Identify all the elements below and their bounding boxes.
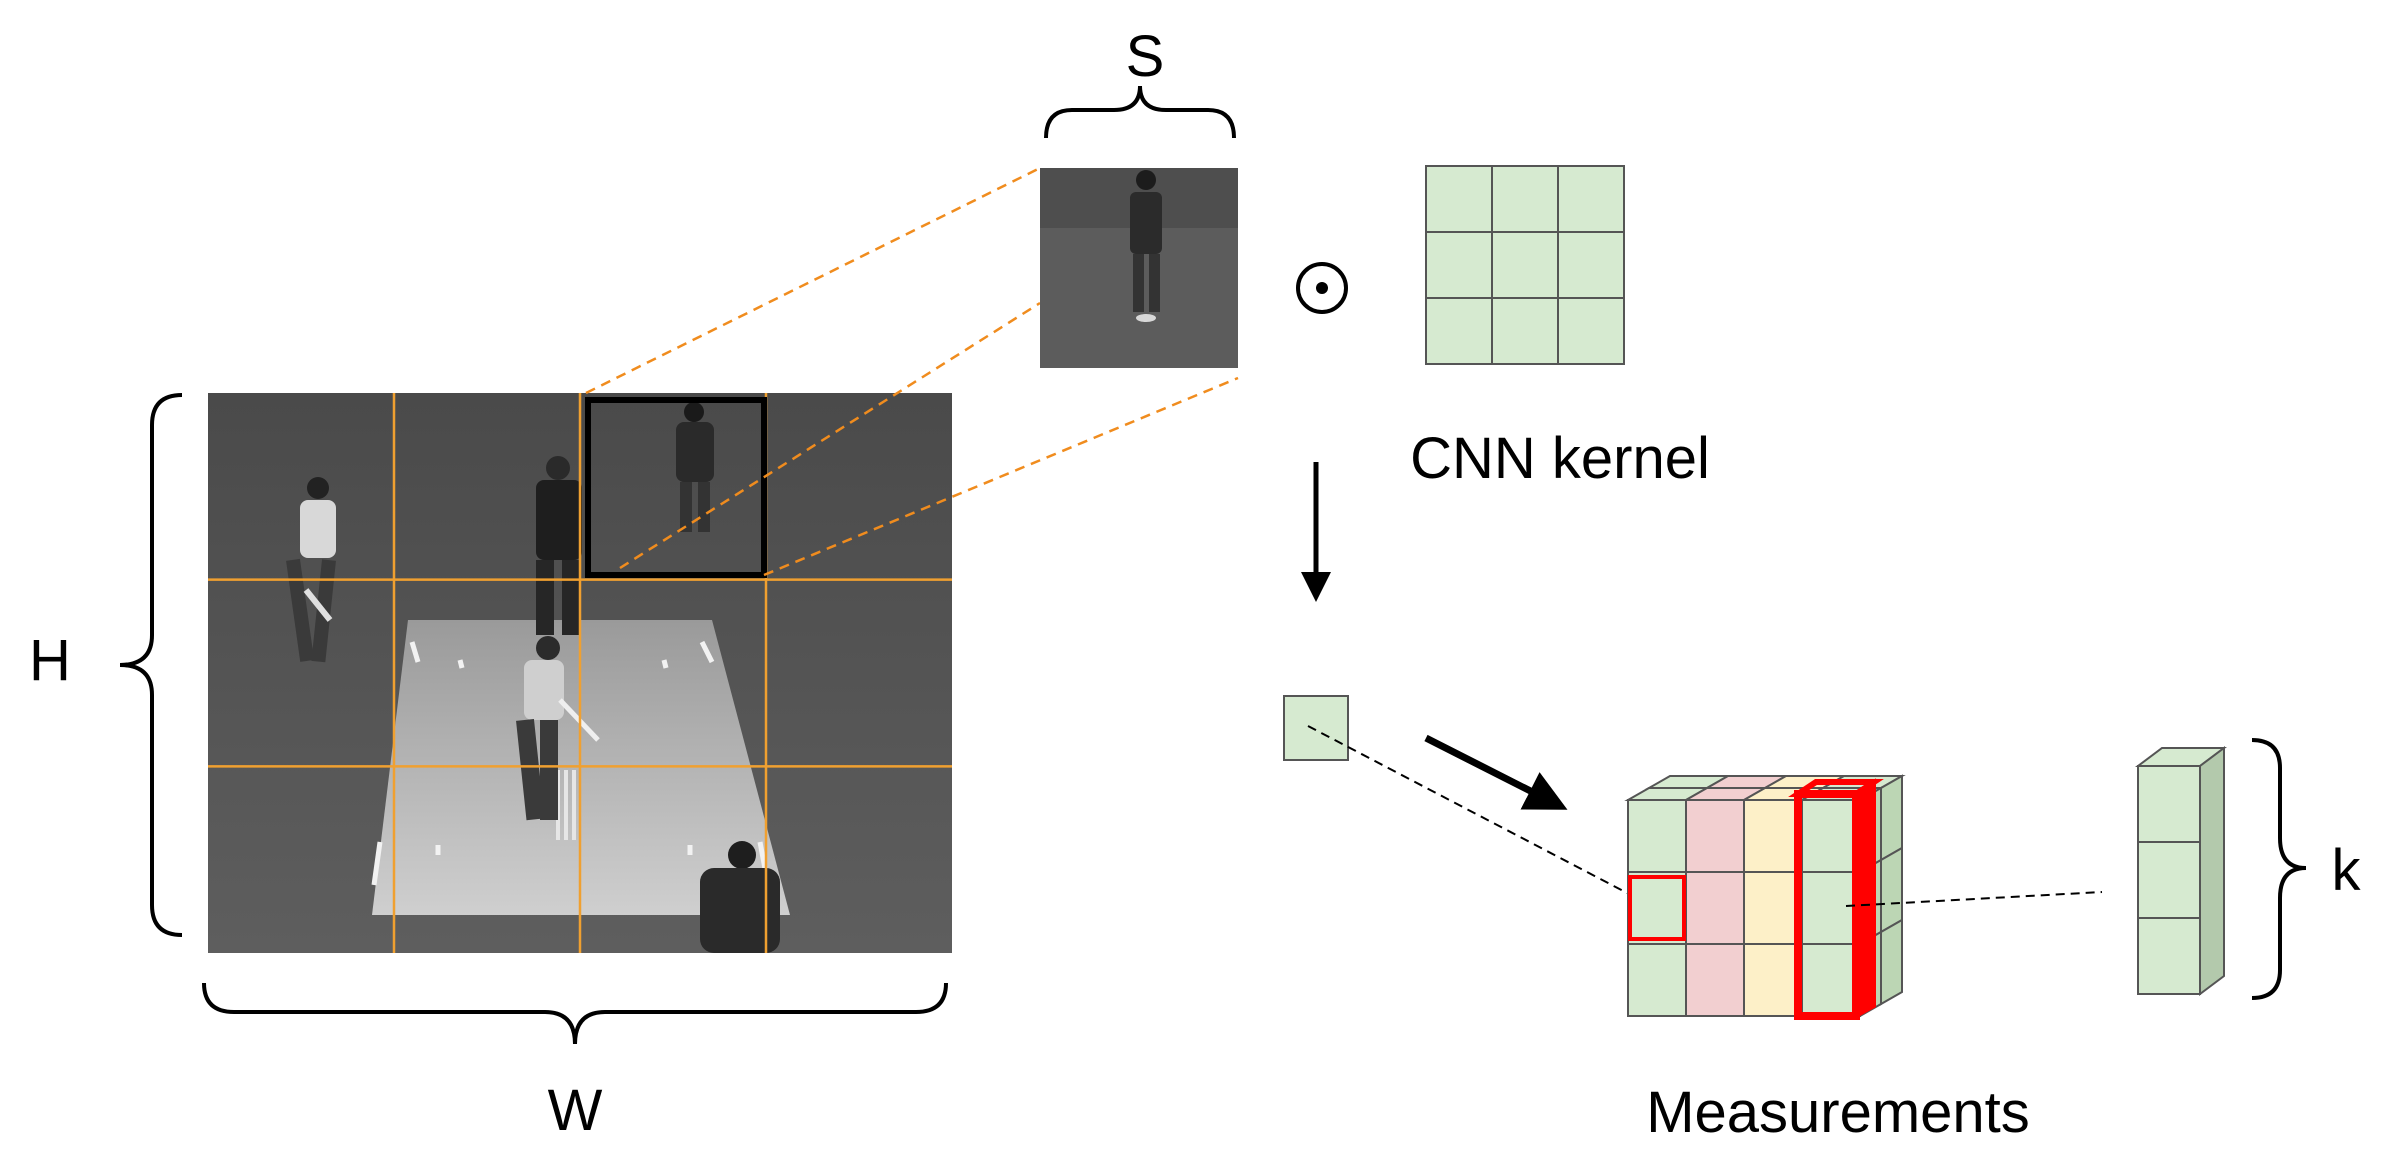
measurements-label: Measurements <box>1646 1080 2030 1145</box>
kernel-cell <box>1425 165 1493 233</box>
kernel-cell <box>1491 165 1559 233</box>
highlighted-patch-box <box>585 397 767 578</box>
vector-side-face <box>2199 746 2225 996</box>
depth-label: k <box>2332 838 2362 903</box>
kernel-cell <box>1557 231 1625 299</box>
kernel-cell <box>1491 231 1559 299</box>
cube-front-cell <box>1627 871 1687 945</box>
output-cell <box>1283 695 1349 761</box>
vector-cell <box>2137 917 2201 995</box>
diagonal-arrow <box>1424 734 1568 810</box>
patch-size-brace <box>1044 85 1236 139</box>
cube-side-cell <box>1880 846 1903 934</box>
player-fielder-left <box>286 477 336 663</box>
measurement-cube <box>1624 774 1906 1020</box>
cube-front-cell <box>1801 943 1861 1017</box>
cube-front-cell <box>1801 871 1861 945</box>
kernel-cell <box>1557 165 1625 233</box>
highlighted-column-side <box>1854 778 1876 1020</box>
width-brace <box>202 982 948 1045</box>
player-bowler <box>676 402 714 532</box>
height-brace <box>119 393 183 937</box>
input-image <box>208 393 952 953</box>
highlighted-measurement-cell <box>1628 875 1686 941</box>
cube-side-cell <box>1880 774 1903 862</box>
patch-size-label: S <box>1126 24 1165 89</box>
depth-brace <box>2251 738 2307 1000</box>
cube-front-cell <box>1743 943 1803 1017</box>
height-label: H <box>29 628 71 693</box>
zoomed-patch <box>1040 168 1238 368</box>
kernel-cell <box>1425 297 1493 365</box>
measurement-vector <box>2135 746 2227 996</box>
cube-to-vector-link <box>1845 891 2103 907</box>
hadamard-operator-icon <box>1296 262 1348 314</box>
cube-front-cell <box>1627 943 1687 1017</box>
cube-side-cell <box>1880 918 1903 1006</box>
width-label: W <box>548 1078 603 1143</box>
kernel-cell <box>1557 297 1625 365</box>
cube-front-cell <box>1801 799 1861 873</box>
patch-zoom-links <box>585 166 1239 577</box>
player-batsman <box>516 636 600 821</box>
cube-front-cell <box>1627 799 1687 873</box>
player-fielder-keeper <box>700 841 780 953</box>
kernel-label: CNN kernel <box>1410 426 1710 491</box>
output-to-cube-link <box>1307 725 1653 907</box>
cnn-kernel-grid <box>1425 165 1625 365</box>
cube-front-cell <box>1743 799 1803 873</box>
cube-front-cell <box>1685 943 1745 1017</box>
vector-cell <box>2137 841 2201 919</box>
kernel-cell <box>1425 231 1493 299</box>
cube-front-cell <box>1743 871 1803 945</box>
kernel-cell <box>1491 297 1559 365</box>
cube-front-cell <box>1685 799 1745 873</box>
cube-front-cell <box>1685 871 1745 945</box>
vector-cell <box>2137 765 2201 843</box>
